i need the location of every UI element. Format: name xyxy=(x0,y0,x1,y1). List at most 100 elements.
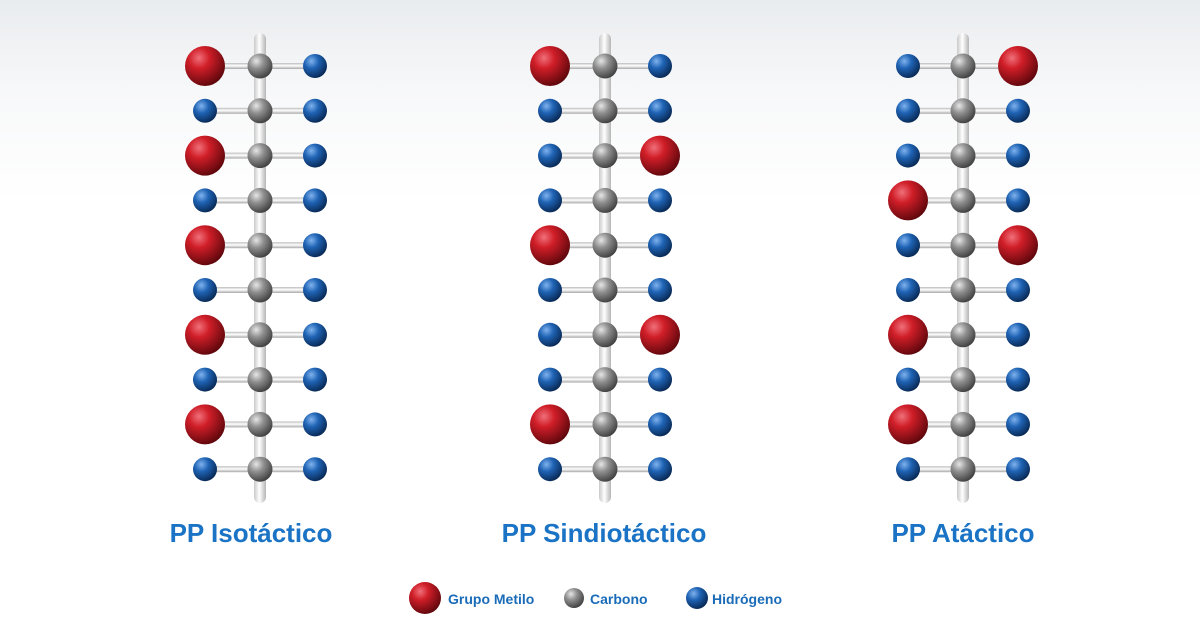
hydrogen-atom xyxy=(303,412,327,437)
carbon-atom xyxy=(592,98,618,124)
monomer-row xyxy=(888,180,1030,221)
hydrogen-atom xyxy=(648,54,672,78)
carbon-atom xyxy=(592,322,618,348)
carbon-atom xyxy=(592,411,618,437)
hydrogen-atom xyxy=(1006,278,1030,302)
methyl-group-atom xyxy=(888,314,928,355)
hydrogen-atom xyxy=(193,367,217,392)
carbon-atom xyxy=(950,322,976,348)
legend-carbon-icon xyxy=(564,588,584,608)
monomer-row xyxy=(538,456,672,482)
hydrogen-atom xyxy=(303,322,327,347)
polymer-chain-1 xyxy=(530,33,680,503)
hydrogen-atom xyxy=(1006,412,1030,437)
methyl-group-atom xyxy=(998,225,1038,266)
hydrogen-atom xyxy=(896,278,920,302)
hydrogen-atom xyxy=(648,278,672,302)
monomer-row xyxy=(896,367,1030,393)
monomer-row xyxy=(888,404,1030,445)
monomer-row xyxy=(538,135,680,176)
carbon-atom xyxy=(950,411,976,437)
monomer-row xyxy=(888,314,1030,355)
carbon-atom xyxy=(247,367,273,393)
hydrogen-atom xyxy=(538,278,562,302)
chain-title-isotactic: PP Isotáctico xyxy=(169,518,333,548)
hydrogen-atom xyxy=(303,278,327,302)
hydrogen-atom xyxy=(303,457,327,482)
hydrogen-atom xyxy=(648,98,672,123)
carbon-atom xyxy=(247,322,273,348)
methyl-group-atom xyxy=(185,135,225,176)
methyl-group-atom xyxy=(185,46,225,86)
hydrogen-atom xyxy=(538,98,562,123)
monomer-row xyxy=(896,98,1030,124)
carbon-atom xyxy=(592,232,618,258)
monomer-row xyxy=(896,46,1038,86)
monomer-row xyxy=(193,98,327,124)
hydrogen-atom xyxy=(896,143,920,168)
methyl-group-atom xyxy=(640,314,680,355)
monomer-row xyxy=(530,46,672,86)
hydrogen-atom xyxy=(1006,322,1030,347)
legend-hydrogen-icon xyxy=(686,587,708,609)
hydrogen-atom xyxy=(648,233,672,258)
monomer-row xyxy=(185,46,327,86)
methyl-group-atom xyxy=(530,46,570,86)
hydrogen-atom xyxy=(1006,188,1030,213)
legend-methyl-icon xyxy=(409,582,441,614)
hydrogen-atom xyxy=(193,98,217,123)
monomer-row xyxy=(896,225,1038,266)
carbon-atom xyxy=(950,367,976,393)
carbon-atom xyxy=(247,456,273,482)
monomer-row xyxy=(538,314,680,355)
carbon-atom xyxy=(950,456,976,482)
polymer-chain-0 xyxy=(185,33,327,503)
chain-title-syndiotactic: PP Sindiotáctico xyxy=(501,518,707,548)
monomer-row xyxy=(538,367,672,393)
hydrogen-atom xyxy=(303,54,327,78)
carbon-atom xyxy=(592,277,618,303)
monomer-row xyxy=(185,225,327,266)
monomer-row xyxy=(185,314,327,355)
carbon-atom xyxy=(950,187,976,213)
legend-label-carbon: Carbono xyxy=(590,591,648,607)
carbon-atom xyxy=(247,143,273,169)
methyl-group-atom xyxy=(640,135,680,176)
monomer-row xyxy=(193,187,327,213)
hydrogen-atom xyxy=(1006,98,1030,123)
legend-icons xyxy=(409,582,708,614)
monomer-row xyxy=(538,98,672,124)
carbon-atom xyxy=(247,232,273,258)
methyl-group-atom xyxy=(185,404,225,445)
carbon-atom xyxy=(592,456,618,482)
carbon-atom xyxy=(592,367,618,393)
hydrogen-atom xyxy=(1006,457,1030,482)
carbon-atom xyxy=(950,143,976,169)
hydrogen-atom xyxy=(538,367,562,392)
carbon-atom xyxy=(247,53,273,79)
hydrogen-atom xyxy=(303,143,327,168)
hydrogen-atom xyxy=(538,322,562,347)
monomer-row xyxy=(193,456,327,482)
carbon-atom xyxy=(950,53,976,79)
carbon-atom xyxy=(950,232,976,258)
hydrogen-atom xyxy=(896,367,920,392)
monomer-row xyxy=(896,456,1030,482)
legend-label-methyl: Grupo Metilo xyxy=(448,591,535,607)
hydrogen-atom xyxy=(648,367,672,392)
hydrogen-atom xyxy=(1006,367,1030,392)
carbon-atom xyxy=(592,187,618,213)
monomer-row xyxy=(185,135,327,176)
monomer-row xyxy=(538,277,672,303)
hydrogen-atom xyxy=(193,457,217,482)
methyl-group-atom xyxy=(888,404,928,445)
carbon-atom xyxy=(592,53,618,79)
monomer-row xyxy=(530,225,672,266)
methyl-group-atom xyxy=(185,314,225,355)
hydrogen-atom xyxy=(896,233,920,258)
hydrogen-atom xyxy=(193,188,217,213)
methyl-group-atom xyxy=(888,180,928,221)
hydrogen-atom xyxy=(538,457,562,482)
carbon-atom xyxy=(950,277,976,303)
hydrogen-atom xyxy=(648,188,672,213)
